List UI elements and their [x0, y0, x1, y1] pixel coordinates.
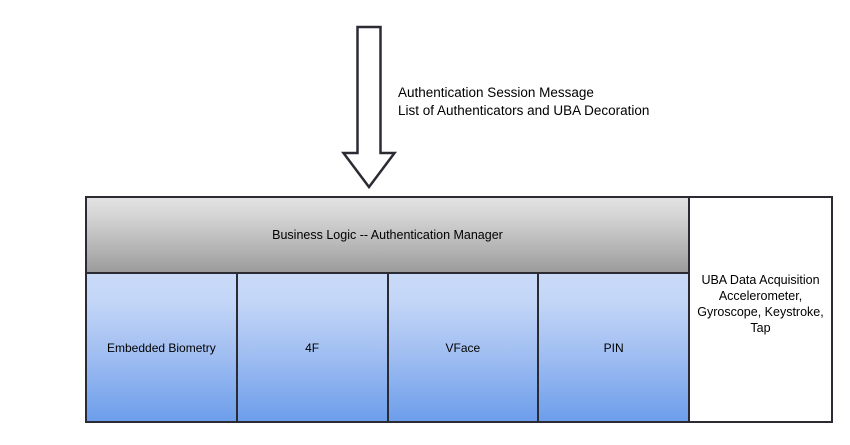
authenticator-cell-pin: PIN	[539, 274, 688, 421]
authenticator-label: Embedded Biometry	[107, 340, 216, 355]
down-arrow-svg	[341, 25, 397, 190]
message-line-1: Authentication Session Message	[398, 85, 594, 100]
uba-data-acquisition-panel: UBA Data Acquisition Accelerometer, Gyro…	[690, 198, 831, 421]
authenticator-cell-vface: VFace	[388, 274, 540, 421]
authenticator-label: PIN	[603, 340, 624, 355]
authentication-manager-label: Business Logic -- Authentication Manager	[272, 228, 503, 242]
authenticator-label: VFace	[445, 340, 481, 355]
authenticator-cell-4f: 4F	[237, 274, 389, 421]
uba-panel-label: UBA Data Acquisition Accelerometer, Gyro…	[697, 273, 824, 335]
authenticator-label: 4F	[305, 340, 320, 355]
authentication-system-block: Business Logic -- Authentication Manager…	[85, 196, 833, 423]
business-logic-authentication-manager: Business Logic -- Authentication Manager	[87, 198, 690, 274]
authenticator-row: Embedded Biometry 4F VFace PIN	[87, 274, 690, 421]
down-arrow-icon	[341, 25, 397, 190]
authenticator-cell-embedded-biometry: Embedded Biometry	[87, 274, 238, 421]
message-line-2: List of Authenticators and UBA Decoratio…	[398, 103, 650, 118]
authentication-stack: Business Logic -- Authentication Manager…	[87, 198, 690, 421]
authentication-session-message: Authentication Session Message List of A…	[398, 84, 649, 120]
